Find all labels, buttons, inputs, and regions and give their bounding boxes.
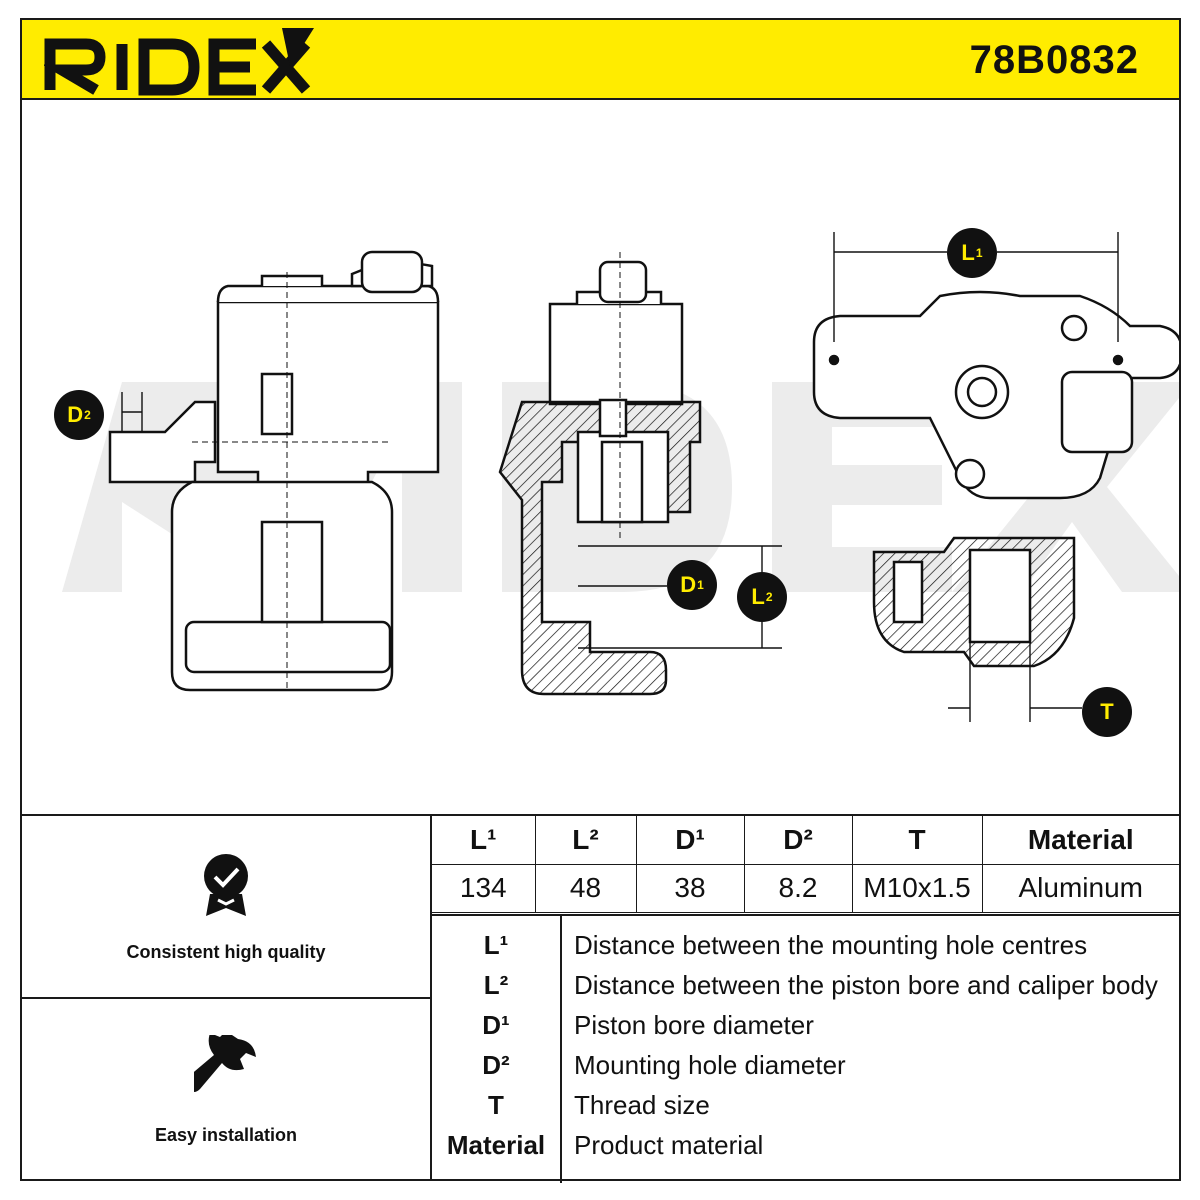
caliper-drawing xyxy=(62,232,1179,722)
legend-desc: Thread size xyxy=(574,1090,710,1120)
quality-badge-icon xyxy=(204,854,248,916)
legend-desc: Distance between the mounting hole centr… xyxy=(574,930,1088,960)
legend-desc: Product material xyxy=(574,1130,764,1160)
part-number: 78B0832 xyxy=(969,38,1139,82)
legend-row: T Thread size xyxy=(432,1086,1179,1126)
badge-t: T xyxy=(1082,687,1132,737)
legend-key: L¹ xyxy=(483,930,509,960)
spec-header-cell: D² xyxy=(743,816,853,865)
wrench-icon xyxy=(194,1035,256,1092)
feature-quality-label: Consistent high quality xyxy=(126,942,326,962)
legend-row: L¹ Distance between the mounting hole ce… xyxy=(432,926,1179,966)
spec-value-cell: 134 xyxy=(432,863,536,913)
spec-value-cell: 8.2 xyxy=(743,863,853,913)
spec-header-cell: L² xyxy=(534,816,637,865)
caliper-section-view xyxy=(498,260,702,696)
thread-detail-view xyxy=(872,536,1076,668)
spec-table: L¹ L² D¹ D² T Material 134 48 38 8.2 M10… xyxy=(432,816,1179,913)
legend-divider xyxy=(560,916,562,1183)
spec-header-row: L¹ L² D¹ D² T Material xyxy=(432,816,1179,865)
spec-value-cell: Aluminum xyxy=(981,863,1179,913)
spec-header-cell: D¹ xyxy=(635,816,745,865)
spec-header-cell: L¹ xyxy=(432,816,536,865)
spec-value-row: 134 48 38 8.2 M10x1.5 Aluminum xyxy=(432,863,1179,913)
dimension-lines xyxy=(121,232,1119,722)
spec-value-cell: 48 xyxy=(534,863,637,913)
legend-desc: Distance between the piston bore and cal… xyxy=(574,970,1158,1000)
spec-section: Consistent high quality Easy installatio… xyxy=(22,814,1179,1183)
spec-value-cell: 38 xyxy=(635,863,745,913)
ridex-logo xyxy=(44,28,314,96)
legend-key: D² xyxy=(482,1050,510,1080)
feature-installation-label: Easy installation xyxy=(154,1125,298,1145)
feature-installation: Easy installation xyxy=(22,999,430,1179)
legend-key: L² xyxy=(483,970,509,1000)
legend-key: T xyxy=(488,1090,504,1120)
spec-header-cell: Material xyxy=(981,816,1179,865)
legend-table: L¹ Distance between the mounting hole ce… xyxy=(432,914,1179,1183)
legend-row: Material Product material xyxy=(432,1126,1179,1166)
feature-panel: Consistent high quality Easy installatio… xyxy=(22,816,432,1181)
product-sheet: 78B0832 xyxy=(20,18,1181,1183)
legend-key: Material xyxy=(446,1130,546,1160)
legend-key: D¹ xyxy=(482,1010,510,1040)
spec-value-cell: M10x1.5 xyxy=(851,863,983,913)
feature-quality: Consistent high quality xyxy=(22,816,430,999)
legend-row: L² Distance between the piston bore and … xyxy=(432,966,1179,1006)
caliper-side-view xyxy=(108,250,440,692)
caliper-top-view xyxy=(812,290,1179,500)
legend-desc: Mounting hole diameter xyxy=(574,1050,846,1080)
header-bar: 78B0832 xyxy=(22,20,1179,100)
spec-header-cell: T xyxy=(851,816,983,865)
legend-row: D¹ Piston bore diameter xyxy=(432,1006,1179,1046)
legend-row: D² Mounting hole diameter xyxy=(432,1046,1179,1086)
legend-desc: Piston bore diameter xyxy=(574,1010,814,1040)
